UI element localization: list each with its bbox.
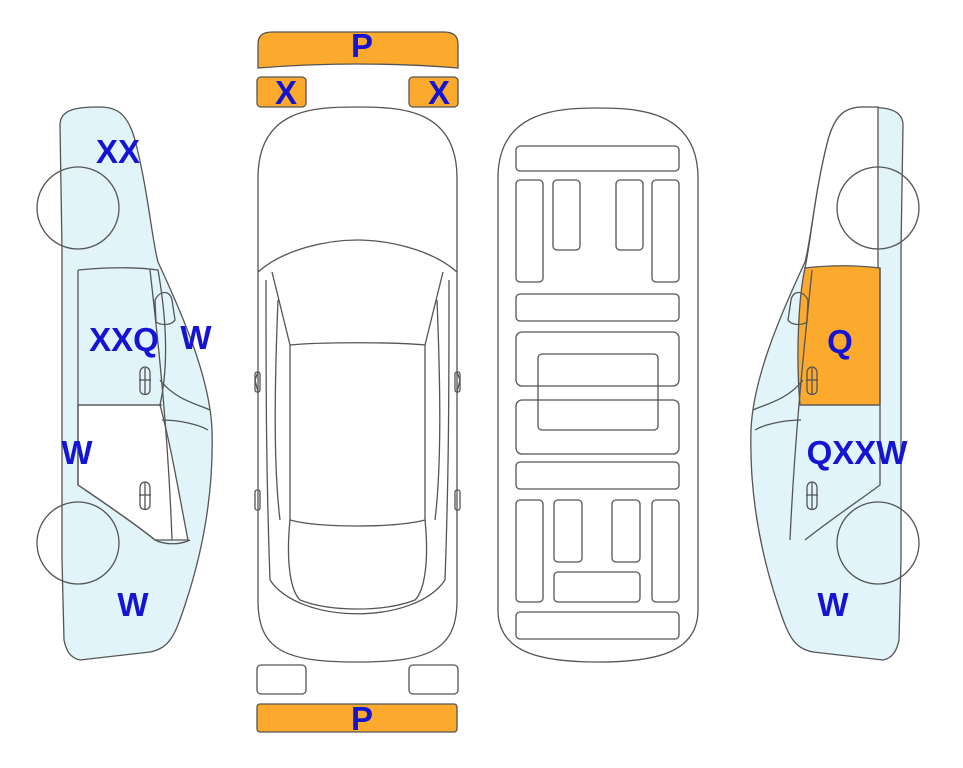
front-bumper-panel[interactable] bbox=[257, 31, 459, 69]
car-under-view bbox=[497, 107, 699, 663]
car-left-side bbox=[36, 106, 213, 661]
right-front-door-panel[interactable] bbox=[797, 265, 881, 406]
left-front-fender-code: XX bbox=[96, 133, 140, 170]
right-front-door-code: Q bbox=[827, 323, 853, 360]
car-top-view bbox=[254, 106, 461, 663]
car-right-side bbox=[750, 106, 920, 661]
rear-bumper-panel[interactable] bbox=[256, 703, 458, 733]
left-rear-quarter-code: W bbox=[117, 586, 149, 623]
front-bumper-code: P bbox=[351, 27, 373, 64]
left-front-light-panel[interactable] bbox=[256, 76, 307, 108]
left-front-door-code: XXQ bbox=[89, 321, 159, 358]
left-rear-light-panel[interactable] bbox=[256, 664, 307, 695]
left-front-light-code: X bbox=[275, 74, 297, 111]
rear-bumper-code: P bbox=[351, 700, 373, 737]
left-front-window-code: W bbox=[180, 319, 212, 356]
right-front-light-panel[interactable] bbox=[408, 76, 459, 108]
right-front-light-code: X bbox=[428, 74, 450, 111]
right-rear-light-panel[interactable] bbox=[408, 664, 459, 695]
left-rear-door-code: W bbox=[61, 434, 93, 471]
right-rear-quarter-code: W bbox=[817, 586, 849, 623]
right-rear-door-code: QXXW bbox=[807, 434, 909, 471]
